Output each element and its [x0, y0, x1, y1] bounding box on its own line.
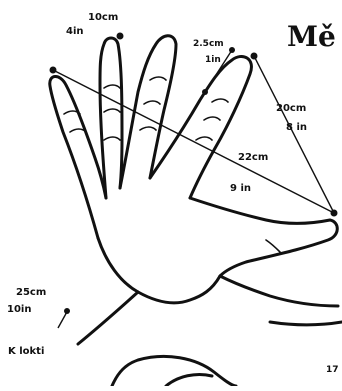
- forearm-lower: [270, 322, 342, 325]
- point-little-finger: [50, 67, 57, 74]
- middle-finger: [120, 36, 176, 188]
- point-index-tip: [251, 53, 258, 60]
- point-wrist: [64, 308, 70, 314]
- label-middle-finger-in: 4in: [66, 26, 84, 37]
- title-text: Mě: [287, 20, 336, 53]
- label-finger-gap-in: 1in: [205, 55, 221, 65]
- point-finger-gap-high: [229, 47, 235, 53]
- label-finger-gap-cm: 2.5cm: [193, 39, 224, 49]
- cropped-object-inner: [166, 374, 212, 386]
- label-wrist-cm: 25cm: [16, 287, 46, 298]
- label-middle-finger-cm: 10cm: [88, 12, 118, 23]
- thumb: [190, 198, 337, 276]
- forearm: [220, 276, 338, 306]
- label-thumb-index-cm: 20cm: [276, 103, 306, 114]
- hand-outline: [50, 36, 342, 386]
- label-thumb-index-in: 8 in: [286, 122, 307, 133]
- label-wrist-in: 10in: [7, 304, 31, 315]
- label-partial-17: 17: [326, 365, 339, 375]
- thumb-index-measure-line: [254, 56, 334, 213]
- point-finger-gap-low: [202, 89, 208, 95]
- palm-lower: [98, 238, 220, 303]
- measurement-points: [50, 33, 338, 315]
- ring-finger: [100, 38, 122, 198]
- label-diagonal-in: 9 in: [230, 183, 251, 194]
- point-thumb-tip: [331, 210, 338, 217]
- point-middle-tip: [117, 33, 124, 40]
- label-elbow: K lokti: [8, 346, 44, 357]
- label-diagonal-cm: 22cm: [238, 152, 268, 163]
- wrist-left: [78, 292, 138, 344]
- little-finger: [50, 76, 106, 238]
